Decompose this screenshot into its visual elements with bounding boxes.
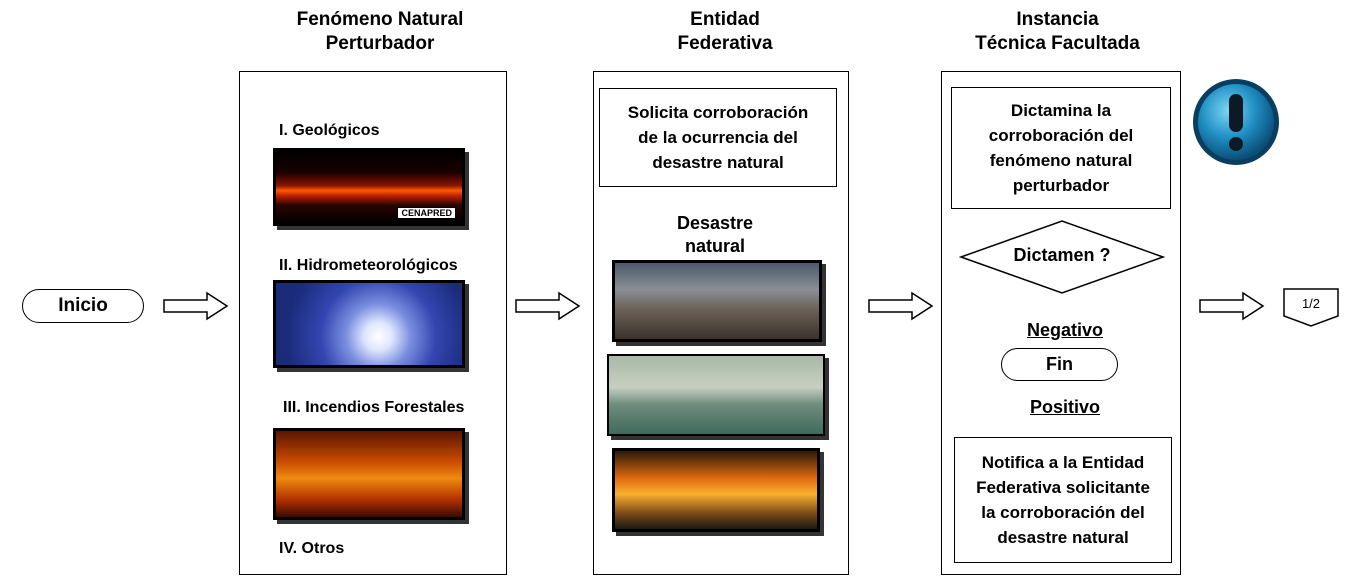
forest-fire-photo — [273, 428, 465, 520]
start-terminator: Inicio — [22, 289, 144, 323]
off-page-connector — [1283, 288, 1339, 327]
right-arrow-icon — [163, 291, 229, 321]
right-arrow-icon — [515, 291, 581, 321]
cenapred-caption: CENAPRED — [397, 207, 456, 219]
item-others: IV. Otros — [279, 540, 345, 557]
negative-label: Negativo — [1026, 320, 1104, 340]
right-arrow-icon — [1199, 291, 1265, 321]
flood-bridge-photo — [607, 354, 825, 436]
right-arrow-icon — [868, 291, 934, 321]
item-hydrometeorological: II. Hidrometeorológicos — [279, 257, 458, 274]
decision-label: Dictamen ? — [1013, 245, 1111, 265]
positive-label: Positivo — [1029, 397, 1100, 417]
hurricane-photo — [273, 280, 465, 368]
end-terminator: Fin — [1001, 348, 1118, 381]
decision-diamond — [959, 220, 1165, 294]
item-forest-fires: III. Incendios Forestales — [283, 399, 465, 416]
volcano-photo: CENAPRED — [273, 148, 465, 226]
wildfire-photo — [612, 448, 820, 532]
collapsed-buildings-photo — [612, 260, 822, 342]
item-geological: I. Geológicos — [279, 122, 380, 139]
page-ref-label: 1/2 — [1301, 296, 1321, 311]
exclamation-alert-icon — [1193, 79, 1279, 165]
